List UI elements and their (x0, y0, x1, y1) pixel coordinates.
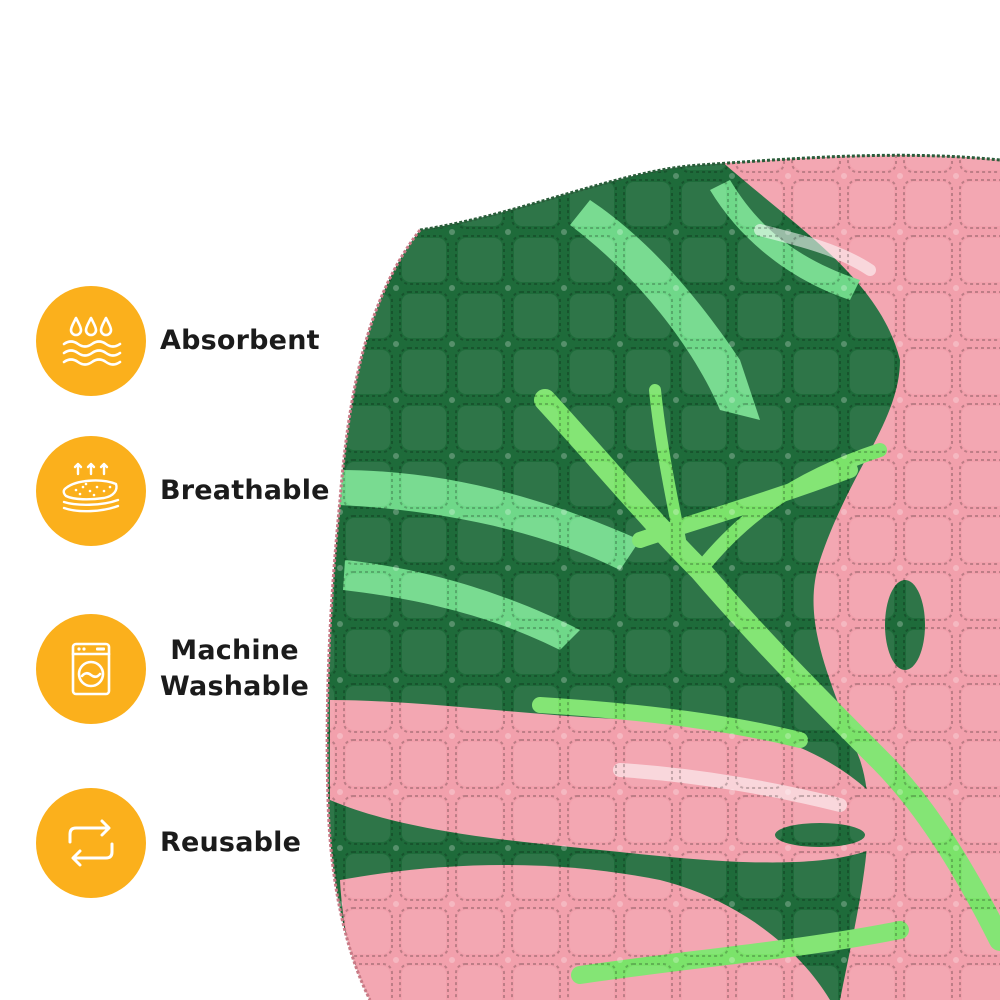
reuse-arrows-icon (68, 819, 114, 867)
washing-machine-icon (71, 642, 111, 696)
breathable-label: Breathable (160, 475, 330, 506)
machine-washable-label: Machine Washable (160, 633, 309, 705)
reusable-badge (36, 788, 146, 898)
machine-washable-badge (36, 614, 146, 724)
water-drops-waves-icon (62, 316, 122, 366)
machine-washable-label-line2: Washable (160, 671, 310, 702)
breathable-layers-icon (62, 462, 120, 513)
absorbent-badge (36, 286, 146, 396)
reusable-label: Reusable (160, 827, 302, 858)
feature-reusable: Reusable (36, 788, 301, 898)
machine-washable-label-line1: Machine (170, 635, 299, 666)
feature-breathable: Breathable (36, 436, 330, 546)
breathable-badge (36, 436, 146, 546)
feature-machine-washable: Machine Washable (36, 614, 309, 724)
absorbent-label: Absorbent (160, 325, 320, 356)
features-list: Absorbent (0, 0, 360, 1000)
feature-absorbent: Absorbent (36, 286, 320, 396)
